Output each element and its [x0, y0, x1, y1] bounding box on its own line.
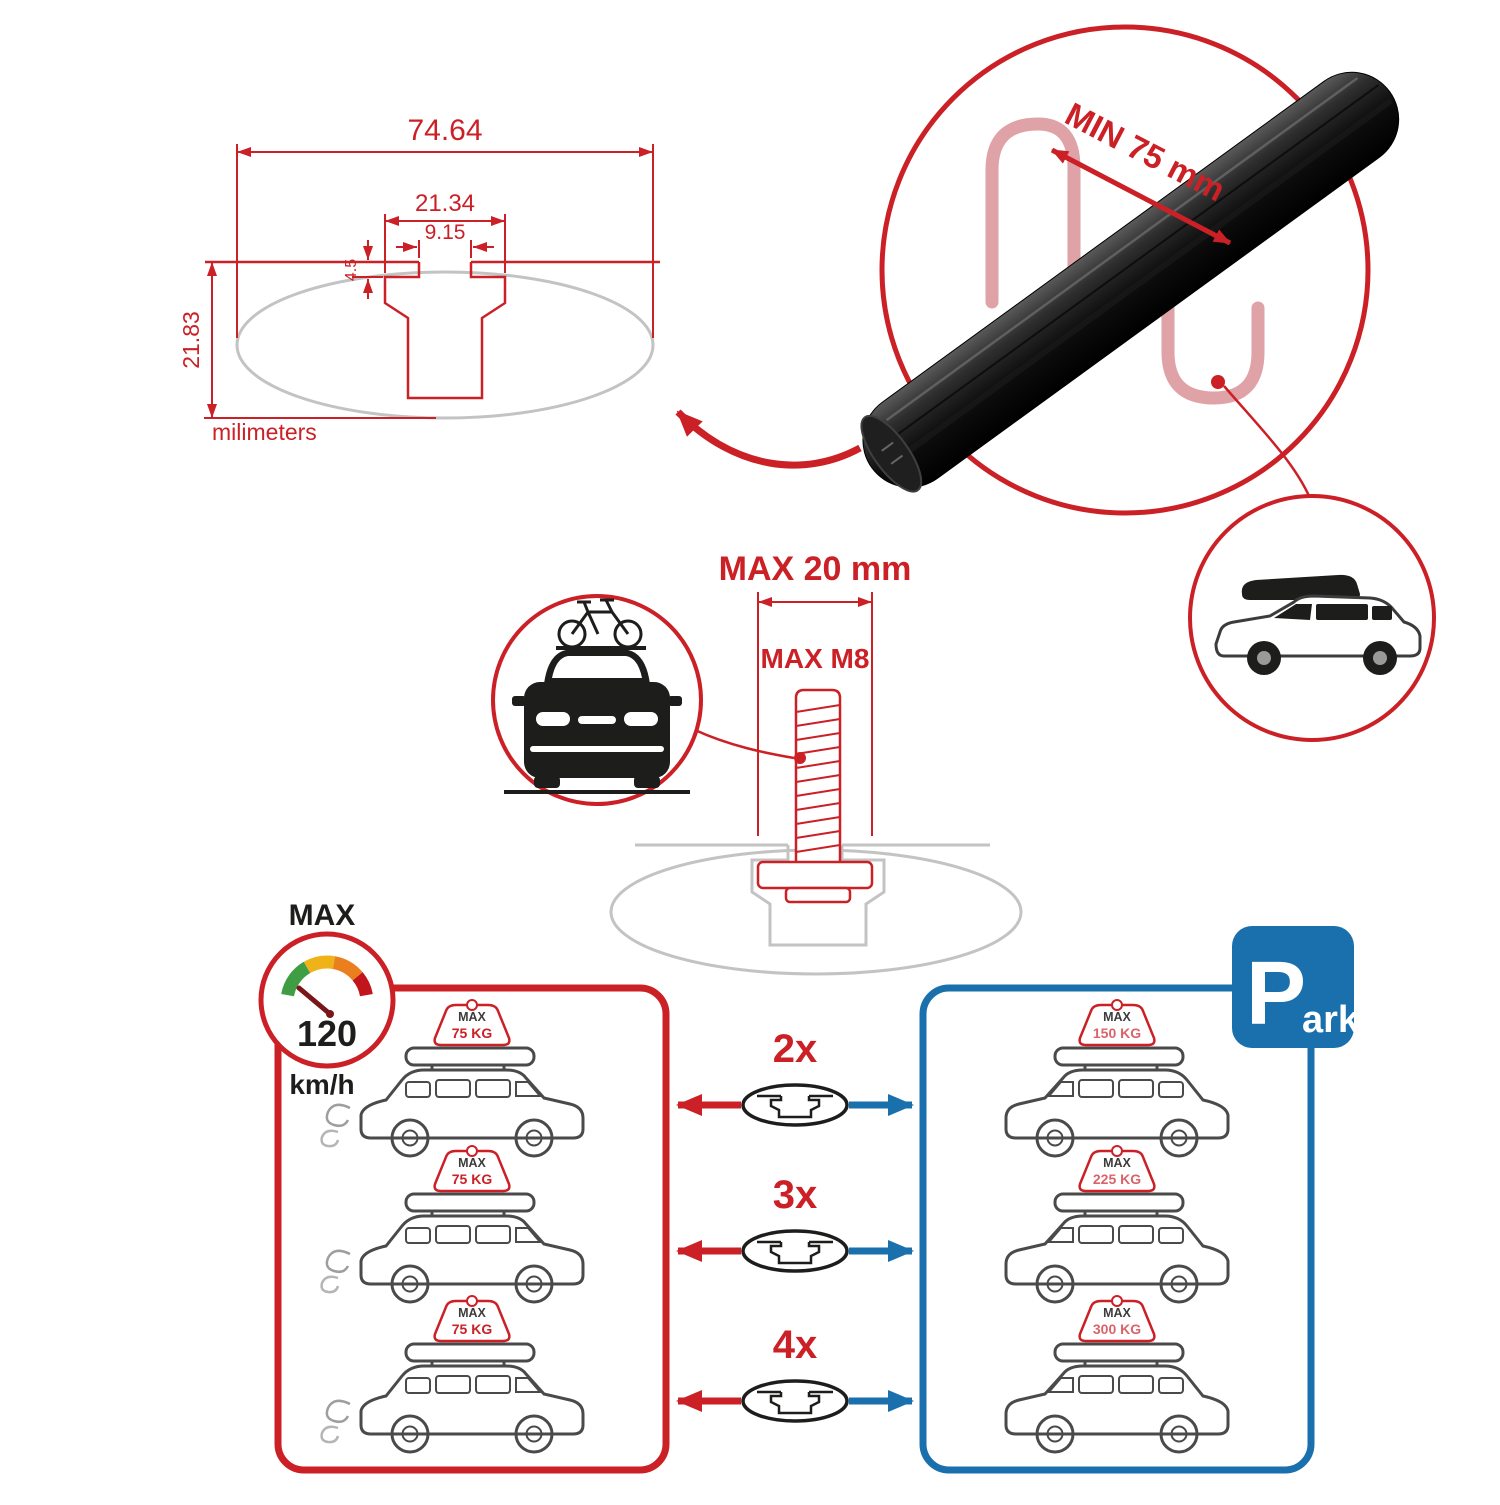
- load-tag-value: 75 KG: [452, 1025, 493, 1041]
- load-tag-value: 75 KG: [452, 1171, 493, 1187]
- connector-line-bolt: [694, 728, 795, 760]
- load-tag-label: MAX: [458, 1010, 486, 1024]
- connector-line-suv: [1223, 385, 1312, 499]
- driving-car-2: MAX 75 KG: [320, 1144, 585, 1304]
- parked-car-2: MAX 225 KG: [1004, 1144, 1230, 1304]
- crossbar-count-icon-3: [678, 1381, 912, 1421]
- bolt-diagram: MAX 20 mm MAX M8: [609, 550, 1023, 976]
- crossbar-render-circle: MIN 75 mm: [860, 24, 1400, 516]
- parked-car-1: MAX 150 KG: [1004, 998, 1230, 1158]
- crossbar-count-icon-1: [678, 1085, 912, 1125]
- quantity-label-3: 4x: [773, 1323, 818, 1367]
- clamp-hook-icons: [985, 117, 1265, 405]
- driving-car-3: MAX 75 KG: [320, 1294, 585, 1454]
- dim-slot-opening: 9.15: [425, 221, 466, 244]
- bolt-max-length-label: MAX 20 mm: [719, 550, 912, 588]
- gauge-dial-icon: [281, 955, 373, 1018]
- speed-unit: km/h: [289, 1069, 354, 1100]
- t-slot-profile-gray: [750, 845, 886, 947]
- dim-bar-height: 21.83: [178, 311, 204, 369]
- speed-limit-gauge: MAX 120 km/h: [258, 899, 396, 1100]
- park-sign-initial: P: [1246, 944, 1306, 1044]
- dim-outer-width: 74.64: [407, 114, 482, 147]
- load-tag-value: 150 KG: [1093, 1025, 1141, 1041]
- park-sign: P ark: [1232, 926, 1360, 1048]
- suv-roofbox-icon: [1214, 574, 1422, 675]
- crossbar-dimension-diagram: 74.64 21.34 9.15 4.5 21.83 milimeters: [178, 114, 660, 445]
- quantity-label-1: 2x: [773, 1027, 818, 1071]
- crossbar-3d-bar-icon: [860, 71, 1400, 493]
- speed-max-label: MAX: [289, 899, 356, 932]
- load-tag-label: MAX: [458, 1306, 486, 1320]
- pointer-arrow-to-profile: [675, 409, 862, 469]
- suv-roofbox-circle: [1188, 494, 1436, 742]
- driving-car-1: MAX 75 KG: [320, 998, 585, 1158]
- load-tag-label: MAX: [1103, 1306, 1131, 1320]
- gauge-circle: [258, 931, 396, 1069]
- load-tag-value: 225 KG: [1093, 1171, 1141, 1187]
- t-bolt-icon: [756, 688, 874, 904]
- bolt-pointer-dot: [794, 752, 806, 764]
- bolt-max-thread-label: MAX M8: [761, 643, 870, 674]
- dim-lip-depth: 4.5: [343, 259, 360, 281]
- park-sign-rest: ark: [1302, 999, 1360, 1041]
- load-tag-label: MAX: [1103, 1010, 1131, 1024]
- t-slot-profile: [383, 262, 507, 400]
- load-tag-label: MAX: [1103, 1156, 1131, 1170]
- driving-zone-box: MAX 75 KG MAX 75 KG MAX 75 KG: [274, 984, 670, 1474]
- load-tag-value: 75 KG: [452, 1321, 493, 1337]
- load-tag-label: MAX: [458, 1156, 486, 1170]
- bike-icon: [556, 598, 646, 650]
- car-front-circle: [491, 594, 703, 806]
- load-tag-value: 300 KG: [1093, 1321, 1141, 1337]
- bar-profile-ellipse: [235, 270, 655, 420]
- car-front-icon: [504, 650, 690, 794]
- bar-quantity-rows: 2x 3x 4x: [678, 1027, 912, 1421]
- crossbar-count-icon-2: [678, 1231, 912, 1271]
- quantity-label-2: 3x: [773, 1173, 818, 1217]
- dim-slot-outer-width: 21.34: [415, 190, 475, 217]
- parking-zone-box: MAX 150 KG MAX 225 KG MAX 300 KG P ark: [919, 926, 1360, 1474]
- park-sign-plate: [1232, 926, 1354, 1048]
- dim-unit-label: milimeters: [212, 419, 317, 445]
- speed-value: 120: [297, 1013, 357, 1054]
- parked-car-3: MAX 300 KG: [1004, 1294, 1230, 1454]
- clamp-pointer-dot: [1211, 375, 1225, 389]
